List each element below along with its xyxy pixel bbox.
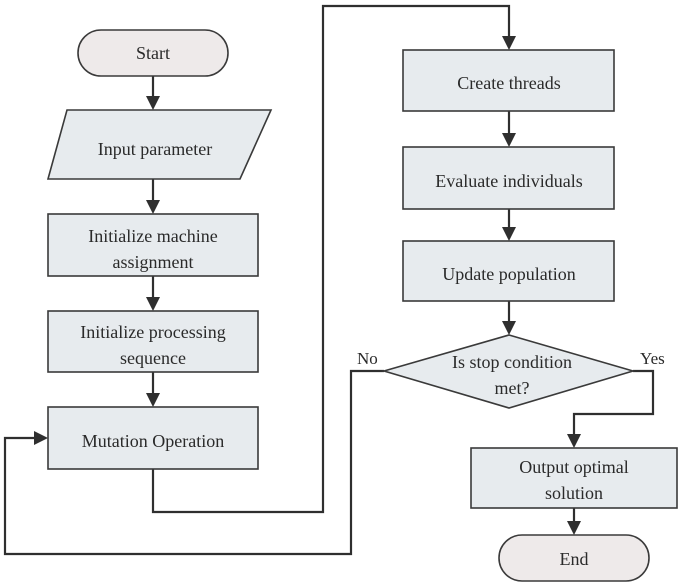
node-start: Start — [77, 29, 229, 77]
arrowhead — [34, 431, 48, 445]
node-evaluate-label: Evaluate individuals — [435, 171, 582, 191]
arrowhead — [567, 521, 581, 535]
node-init-sequence-line2: sequence — [120, 348, 186, 368]
node-init-machine: Initialize machine assignment — [47, 213, 259, 277]
node-mutation: Mutation Operation — [47, 406, 259, 470]
edge-decision-no-mutation — [3, 369, 384, 556]
arrowhead — [146, 200, 160, 214]
node-output-line1: Output optimal — [519, 457, 629, 477]
node-output-line2: solution — [545, 483, 603, 503]
node-decision: Is stop condition met? — [381, 334, 636, 409]
arrowhead — [502, 36, 516, 50]
node-end: End — [498, 534, 650, 582]
node-output: Output optimal solution — [470, 447, 678, 509]
node-init-sequence: Initialize processing sequence — [47, 310, 259, 373]
arrowhead — [146, 96, 160, 110]
arrowhead — [146, 393, 160, 407]
arrowhead — [502, 133, 516, 147]
node-decision-line1: Is stop condition — [452, 352, 572, 372]
node-create-threads: Create threads — [402, 49, 615, 112]
node-init-sequence-line1: Initialize processing — [80, 322, 225, 342]
node-update: Update population — [402, 240, 615, 302]
node-decision-line2: met? — [495, 378, 530, 398]
node-init-machine-line1: Initialize machine — [88, 226, 217, 246]
node-input-label: Input parameter — [98, 139, 212, 159]
arrowhead — [146, 297, 160, 311]
edge-decision-yes-output — [572, 369, 655, 436]
node-update-label: Update population — [442, 264, 575, 284]
edge-mutation-create-threads — [151, 4, 511, 514]
edge-label-no: No — [357, 349, 378, 368]
node-input: Input parameter — [46, 109, 273, 180]
node-create-threads-label: Create threads — [457, 73, 560, 93]
arrowhead — [502, 321, 516, 335]
arrowhead — [502, 227, 516, 241]
node-start-label: Start — [136, 43, 170, 63]
node-evaluate: Evaluate individuals — [402, 146, 615, 210]
arrowhead — [567, 434, 581, 448]
node-init-machine-line2: assignment — [113, 252, 194, 272]
node-mutation-label: Mutation Operation — [82, 431, 224, 451]
node-end-label: End — [560, 549, 589, 569]
edge-label-yes: Yes — [640, 349, 665, 368]
